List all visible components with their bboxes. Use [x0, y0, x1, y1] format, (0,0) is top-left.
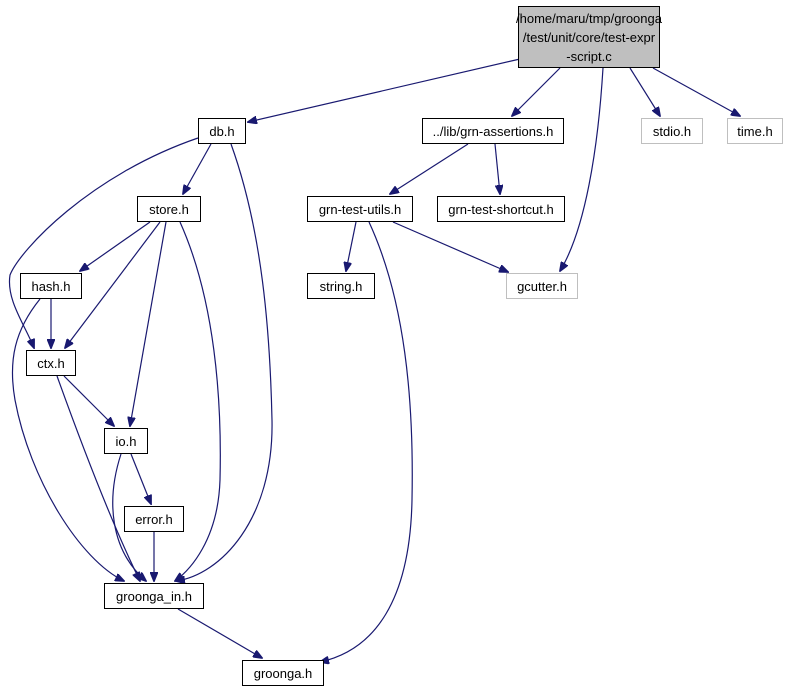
node-store-h[interactable]: store.h — [137, 196, 201, 222]
node-gcutter-h: gcutter.h — [506, 273, 578, 299]
edge-assertions-to-utils — [390, 143, 469, 194]
edge-ctx-to-groonga_in — [56, 375, 140, 581]
root-file-node: /home/maru/tmp/groonga /test/unit/core/t… — [516, 6, 662, 68]
node-error-h[interactable]: error.h — [124, 506, 184, 532]
root-file-line-1: /home/maru/tmp/groonga — [516, 10, 662, 26]
node-grn-assertions-h[interactable]: ../lib/grn-assertions.h — [422, 118, 564, 144]
node-ctx-h[interactable]: ctx.h — [26, 350, 76, 376]
node-grn-test-utils-h[interactable]: grn-test-utils.h — [307, 196, 413, 222]
node-grn-test-shortcut-h[interactable]: grn-test-shortcut.h — [437, 196, 565, 222]
edge-db-to-groonga_in — [176, 143, 273, 581]
edge-root-to-gcutter — [560, 67, 604, 271]
edge-io-to-groonga_in — [112, 453, 146, 581]
edge-store-to-ctx — [65, 221, 161, 348]
node-io-h[interactable]: io.h — [104, 428, 148, 454]
node-db-h[interactable]: db.h — [198, 118, 246, 144]
edge-utils-to-string — [346, 221, 357, 271]
edge-store-to-hash — [80, 221, 151, 271]
root-file-line-3: -script.c — [566, 48, 612, 64]
edge-root-to-db — [248, 58, 521, 122]
node-hash-h[interactable]: hash.h — [20, 273, 82, 299]
edge-utils-to-gcutter — [392, 221, 508, 272]
root-file-line-2: /test/unit/core/test-expr — [522, 29, 656, 45]
edge-root-to-time — [652, 67, 740, 116]
edge-groonga_in-to-groonga — [177, 608, 262, 658]
node-time-h: time.h — [727, 118, 783, 144]
edge-assertions-to-shortcut — [494, 143, 500, 194]
node-groonga-h[interactable]: groonga.h — [242, 660, 324, 686]
edge-hash-to-groonga_in — [11, 298, 124, 581]
edge-store-to-io — [130, 221, 167, 426]
node-groonga-in-h[interactable]: groonga_in.h — [104, 583, 204, 609]
edge-io-to-error — [130, 453, 151, 504]
edge-ctx-to-io — [63, 375, 114, 426]
edge-db-to-ctx — [8, 137, 199, 348]
edge-root-to-stdio — [629, 67, 660, 116]
edge-root-to-assertions — [512, 67, 561, 116]
node-stdio-h: stdio.h — [641, 118, 703, 144]
edge-db-to-store — [183, 143, 212, 194]
node-string-h[interactable]: string.h — [307, 273, 375, 299]
edge-utils-to-groonga — [320, 221, 413, 662]
edge-store-to-groonga_in — [175, 221, 221, 581]
